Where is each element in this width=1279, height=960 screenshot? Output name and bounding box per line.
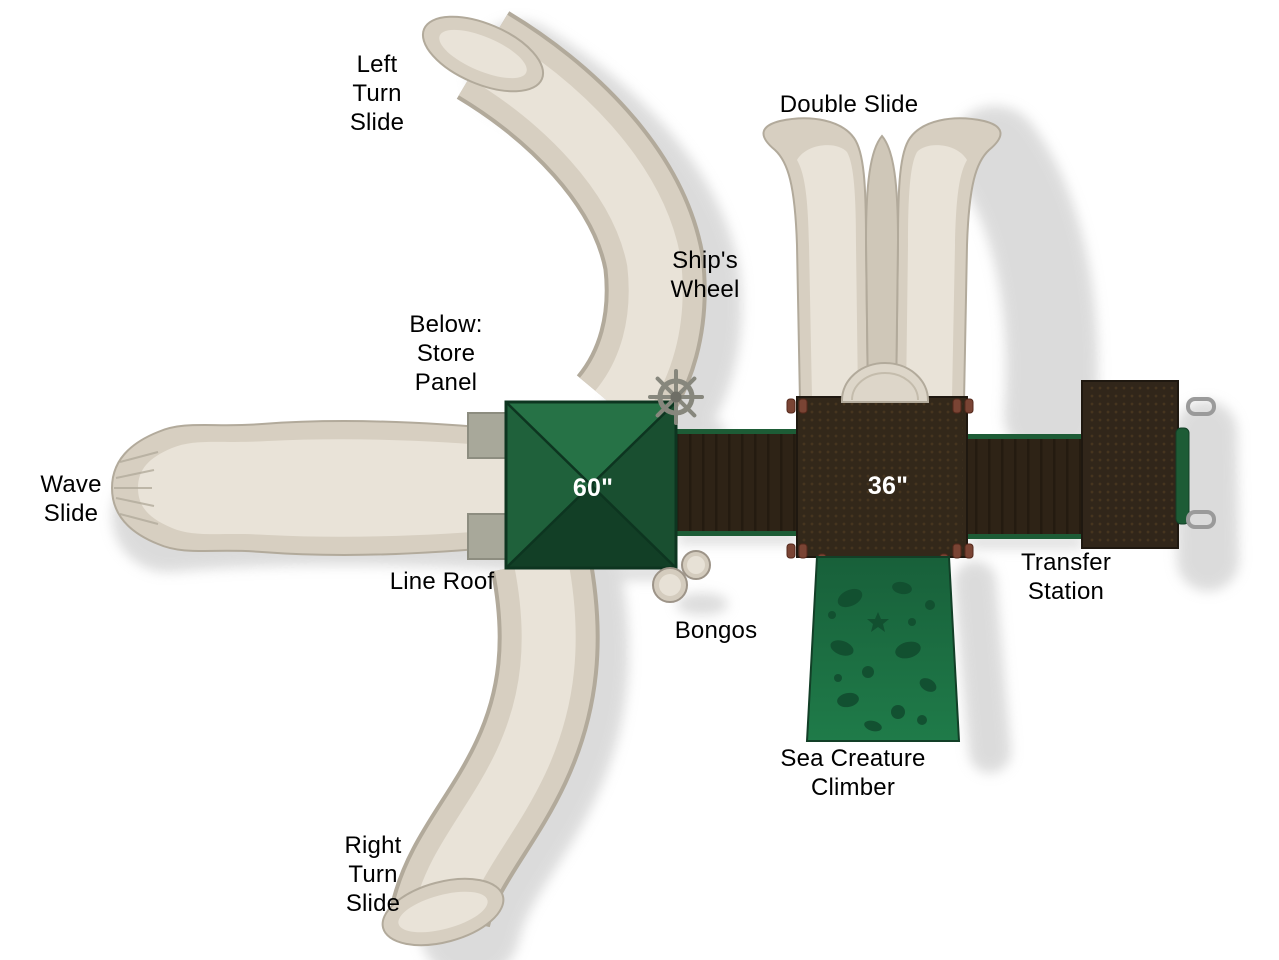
store-panel-label: Below: Store Panel <box>409 311 483 396</box>
right-turn-slide-shape <box>381 552 600 947</box>
sea-creature-climber-label: Sea Creature Climber <box>780 745 926 801</box>
line-roof-label: Line Roof <box>389 568 495 595</box>
bridge-left <box>676 429 797 536</box>
left-turn-slide-label: Left Turn Slide <box>349 51 405 136</box>
sea-creature-climber-shape <box>805 556 961 742</box>
wave-slide-shape <box>110 420 513 556</box>
deck-36-size-label: 36" <box>867 472 909 500</box>
bongos-label: Bongos <box>674 617 758 644</box>
wave-slide-label: Wave Slide <box>40 471 102 527</box>
transfer-station-shape <box>1081 380 1216 549</box>
bongos-shape <box>652 550 711 603</box>
slide-hood-shape <box>841 362 929 403</box>
line-roof-shape <box>467 400 678 570</box>
transfer-station-label: Transfer Station <box>1020 549 1112 605</box>
right-turn-slide-label: Right Turn Slide <box>344 832 402 917</box>
left-turn-slide-shape <box>421 11 707 441</box>
double-slide-shape <box>762 117 1002 403</box>
double-slide-label: Double Slide <box>779 91 919 118</box>
ships-wheel-icon <box>648 369 704 425</box>
deck-60-size-label: 60" <box>572 474 614 502</box>
bridge-right <box>967 434 1082 539</box>
ships-wheel-label: Ship's Wheel <box>670 247 740 303</box>
